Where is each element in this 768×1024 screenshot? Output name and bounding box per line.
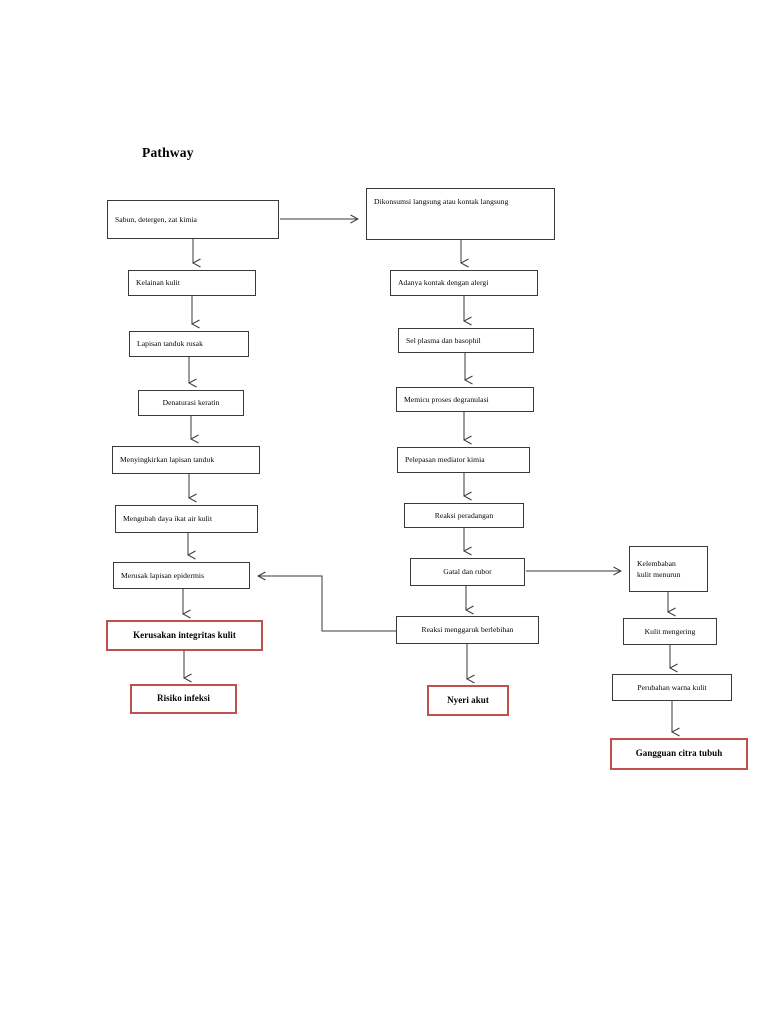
page-title: Pathway bbox=[142, 145, 194, 160]
node-kelainan-kulit[interactable]: Kelainan kulit bbox=[128, 270, 256, 296]
node-pelepasan-mediator-kimia[interactable]: Pelepasan mediator kimia bbox=[397, 447, 530, 473]
node-kerusakan-integritas-kulit[interactable]: Kerusakan integritas kulit bbox=[106, 620, 263, 651]
node-sel-plasma-dan-basophil[interactable]: Sel plasma dan basophil bbox=[398, 328, 534, 353]
node-gangguan-citra-tubuh[interactable]: Gangguan citra tubuh bbox=[610, 738, 748, 770]
node-sabun-detergen-zat-kimia[interactable]: Sabun, detergen, zat kimia bbox=[107, 200, 279, 239]
node-dikonsumsi-langsung-atau-kontak-langsung[interactable]: Dikonsumsi langsung atau kontak langsung bbox=[366, 188, 555, 240]
node-memicu-proses-degranulasi[interactable]: Memicu proses degranulasi bbox=[396, 387, 534, 412]
node-mengubah-daya-ikat-air-kulit[interactable]: Mengubah daya ikat air kulit bbox=[115, 505, 258, 533]
node-risiko-infeksi[interactable]: Risiko infeksi bbox=[130, 684, 237, 714]
node-gatal-dan-rubor[interactable]: Gatal dan rubor bbox=[410, 558, 525, 586]
node-kelembaban-line-1: Kelembaban bbox=[637, 558, 676, 568]
node-kelembaban-kulit-menurun[interactable]: Kelembaban kulit menurun bbox=[629, 546, 708, 592]
node-nyeri-akut[interactable]: Nyeri akut bbox=[427, 685, 509, 716]
node-kelembaban-line-2: kulit menurun bbox=[637, 570, 681, 579]
node-denaturasi-keratin[interactable]: Denaturasi keratin bbox=[138, 390, 244, 416]
node-reaksi-menggaruk-berlebihan[interactable]: Reaksi menggaruk berlebihan bbox=[396, 616, 539, 644]
node-menyingkirkan-lapisan-tanduk[interactable]: Menyingkirkan lapisan tanduk bbox=[112, 446, 260, 474]
node-merusak-lapisan-epidermis[interactable]: Merusak lapisan epidermis bbox=[113, 562, 250, 589]
node-lapisan-tanduk-rusak[interactable]: Lapisan tanduk rusak bbox=[129, 331, 249, 357]
node-adanya-kontak-dengan-alergi[interactable]: Adanya kontak dengan alergi bbox=[390, 270, 538, 296]
node-kulit-mengering[interactable]: Kulit mengering bbox=[623, 618, 717, 645]
edge-n17-n13 bbox=[258, 576, 396, 632]
node-reaksi-peradangan[interactable]: Reaksi peradangan bbox=[404, 503, 524, 528]
node-perubahan-warna-kulit[interactable]: Perubahan warna kulit bbox=[612, 674, 732, 701]
